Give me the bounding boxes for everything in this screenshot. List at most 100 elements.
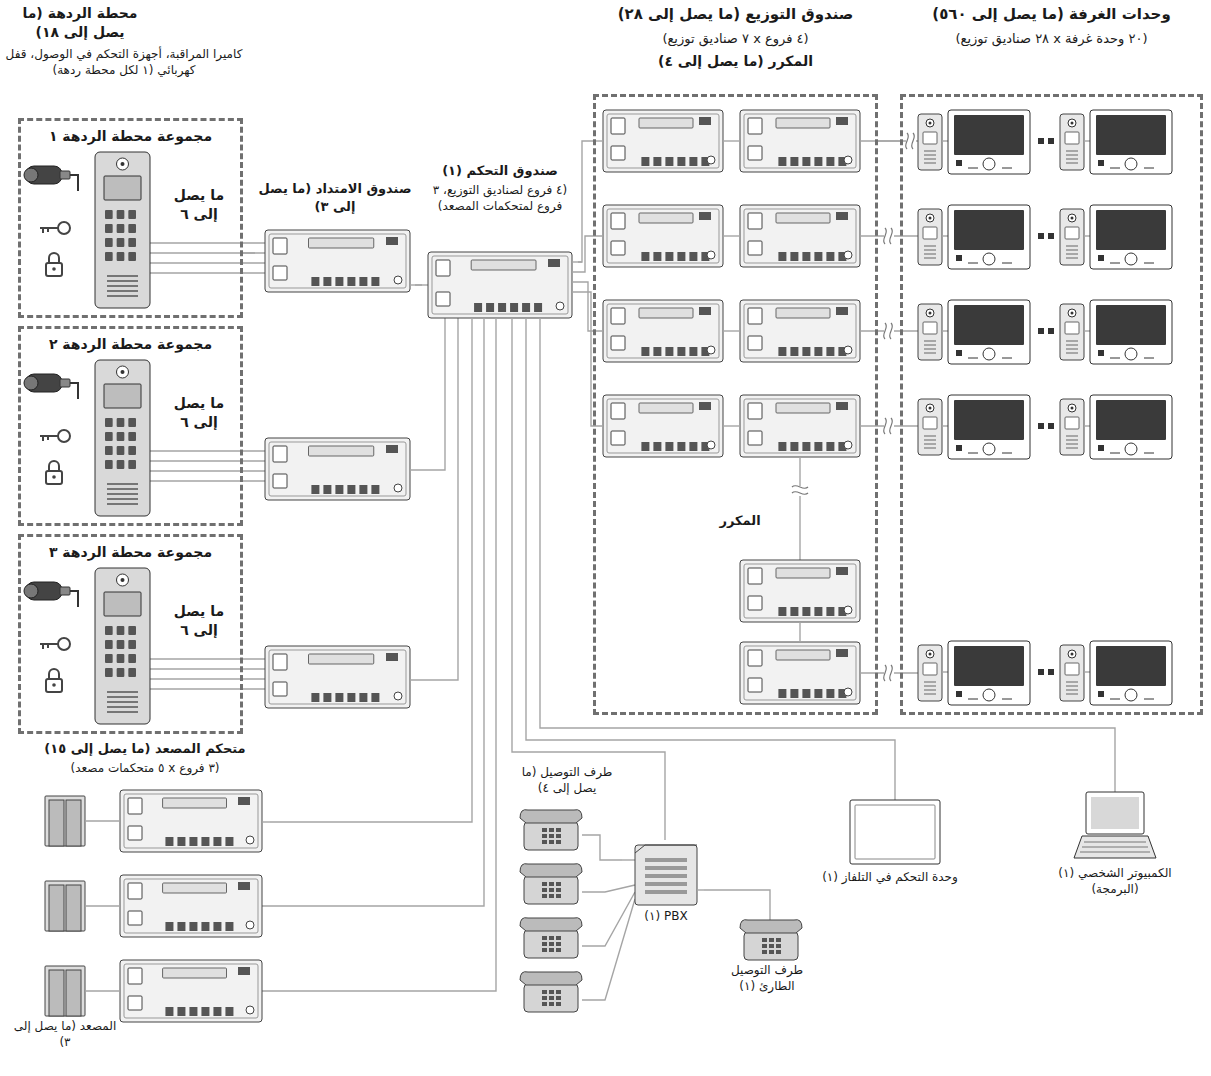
node-heading: PBX (١) [628, 908, 704, 924]
device-part [432, 256, 568, 314]
keyboard-row [1082, 847, 1148, 848]
terminal [790, 607, 798, 616]
pbx-unit [635, 845, 697, 905]
terminal [641, 252, 649, 261]
device-part [60, 171, 70, 179]
device-part [707, 346, 715, 354]
device-part [128, 996, 142, 1010]
device-part [1098, 160, 1104, 166]
device-part [66, 970, 81, 1016]
speaker-grille [107, 498, 138, 500]
device-part [1098, 445, 1104, 451]
telephone [520, 810, 582, 823]
telephone [524, 984, 578, 1012]
terminal [641, 157, 649, 166]
lobby-panel [95, 568, 150, 724]
key-button [128, 210, 136, 219]
device-part [309, 446, 374, 456]
connector-wire [415, 284, 422, 285]
pbx-slot [645, 882, 687, 886]
wire [150, 460, 265, 461]
device-part [924, 246, 936, 247]
device-part [1065, 322, 1079, 334]
node-heading: متحكم المصعد (ما يصل إلى ١٥) [20, 740, 270, 758]
device-part [1068, 214, 1076, 222]
terminal [323, 693, 331, 702]
repeater-label: المكرر [700, 512, 780, 530]
device-part [273, 238, 287, 254]
terminal [641, 442, 649, 451]
device-part [983, 253, 995, 265]
emergency-terminal: طرف التوصيل الطارئ (١) [712, 912, 822, 1012]
laptop-base [1074, 836, 1156, 858]
speaker-grille [107, 503, 138, 505]
device-part [844, 606, 852, 614]
laptop-screen [1086, 792, 1144, 834]
door-station [1060, 645, 1084, 701]
control-box-device [428, 252, 572, 318]
device-part [924, 682, 936, 683]
device-part [635, 845, 697, 853]
terminal [790, 252, 798, 261]
door-station [918, 399, 942, 455]
device-part [1066, 349, 1078, 350]
device-part [556, 990, 561, 994]
device-part [549, 894, 554, 898]
ellipsis-dot [1048, 233, 1054, 239]
terminal [371, 277, 379, 286]
terminal [790, 347, 798, 356]
wire [582, 835, 622, 860]
wire [723, 140, 740, 141]
device-part [611, 336, 625, 350]
ellipsis-dot [1048, 138, 1054, 144]
device-part [844, 156, 852, 164]
break-mark [884, 418, 893, 434]
device-part [748, 308, 762, 324]
speaker-grille [107, 483, 138, 485]
key-button [128, 418, 136, 427]
device-part [844, 688, 852, 696]
node-heading: طرف التوصيل الطارئ (١) [712, 962, 822, 994]
terminal [802, 442, 810, 451]
device-part [983, 158, 995, 170]
room-monitor [1090, 110, 1172, 174]
device-part [556, 882, 561, 886]
terminal [371, 485, 379, 494]
key-button [117, 626, 125, 635]
wire [85, 990, 120, 991]
pbx: PBX (١) [628, 840, 704, 936]
device-part [542, 948, 547, 952]
room-monitor [1090, 395, 1172, 459]
device-part [556, 1002, 561, 1006]
device-part [924, 250, 936, 251]
device-part [776, 403, 830, 413]
terminal [689, 157, 697, 166]
break-mark [792, 486, 808, 496]
device-part [744, 209, 856, 263]
device-part [1125, 348, 1137, 360]
ellipsis-dot [1038, 669, 1044, 675]
device-part [66, 885, 81, 931]
device-part [607, 304, 719, 358]
device-part [639, 213, 693, 223]
wire [150, 272, 265, 273]
terminal [802, 607, 810, 616]
device-part [60, 587, 70, 595]
device-part [607, 114, 719, 168]
lock-icon [46, 263, 62, 276]
device-part [1125, 443, 1137, 455]
terminal [165, 837, 173, 846]
device-part [1091, 797, 1139, 829]
repeater-box [740, 560, 860, 622]
ellipsis-dot [1038, 423, 1044, 429]
terminal [213, 922, 221, 931]
ellipsis-dot [1038, 328, 1044, 334]
room-monitor [948, 205, 1030, 269]
wire [85, 820, 120, 821]
device-part [246, 1006, 254, 1014]
device-part [748, 336, 762, 350]
device-part [128, 911, 142, 925]
